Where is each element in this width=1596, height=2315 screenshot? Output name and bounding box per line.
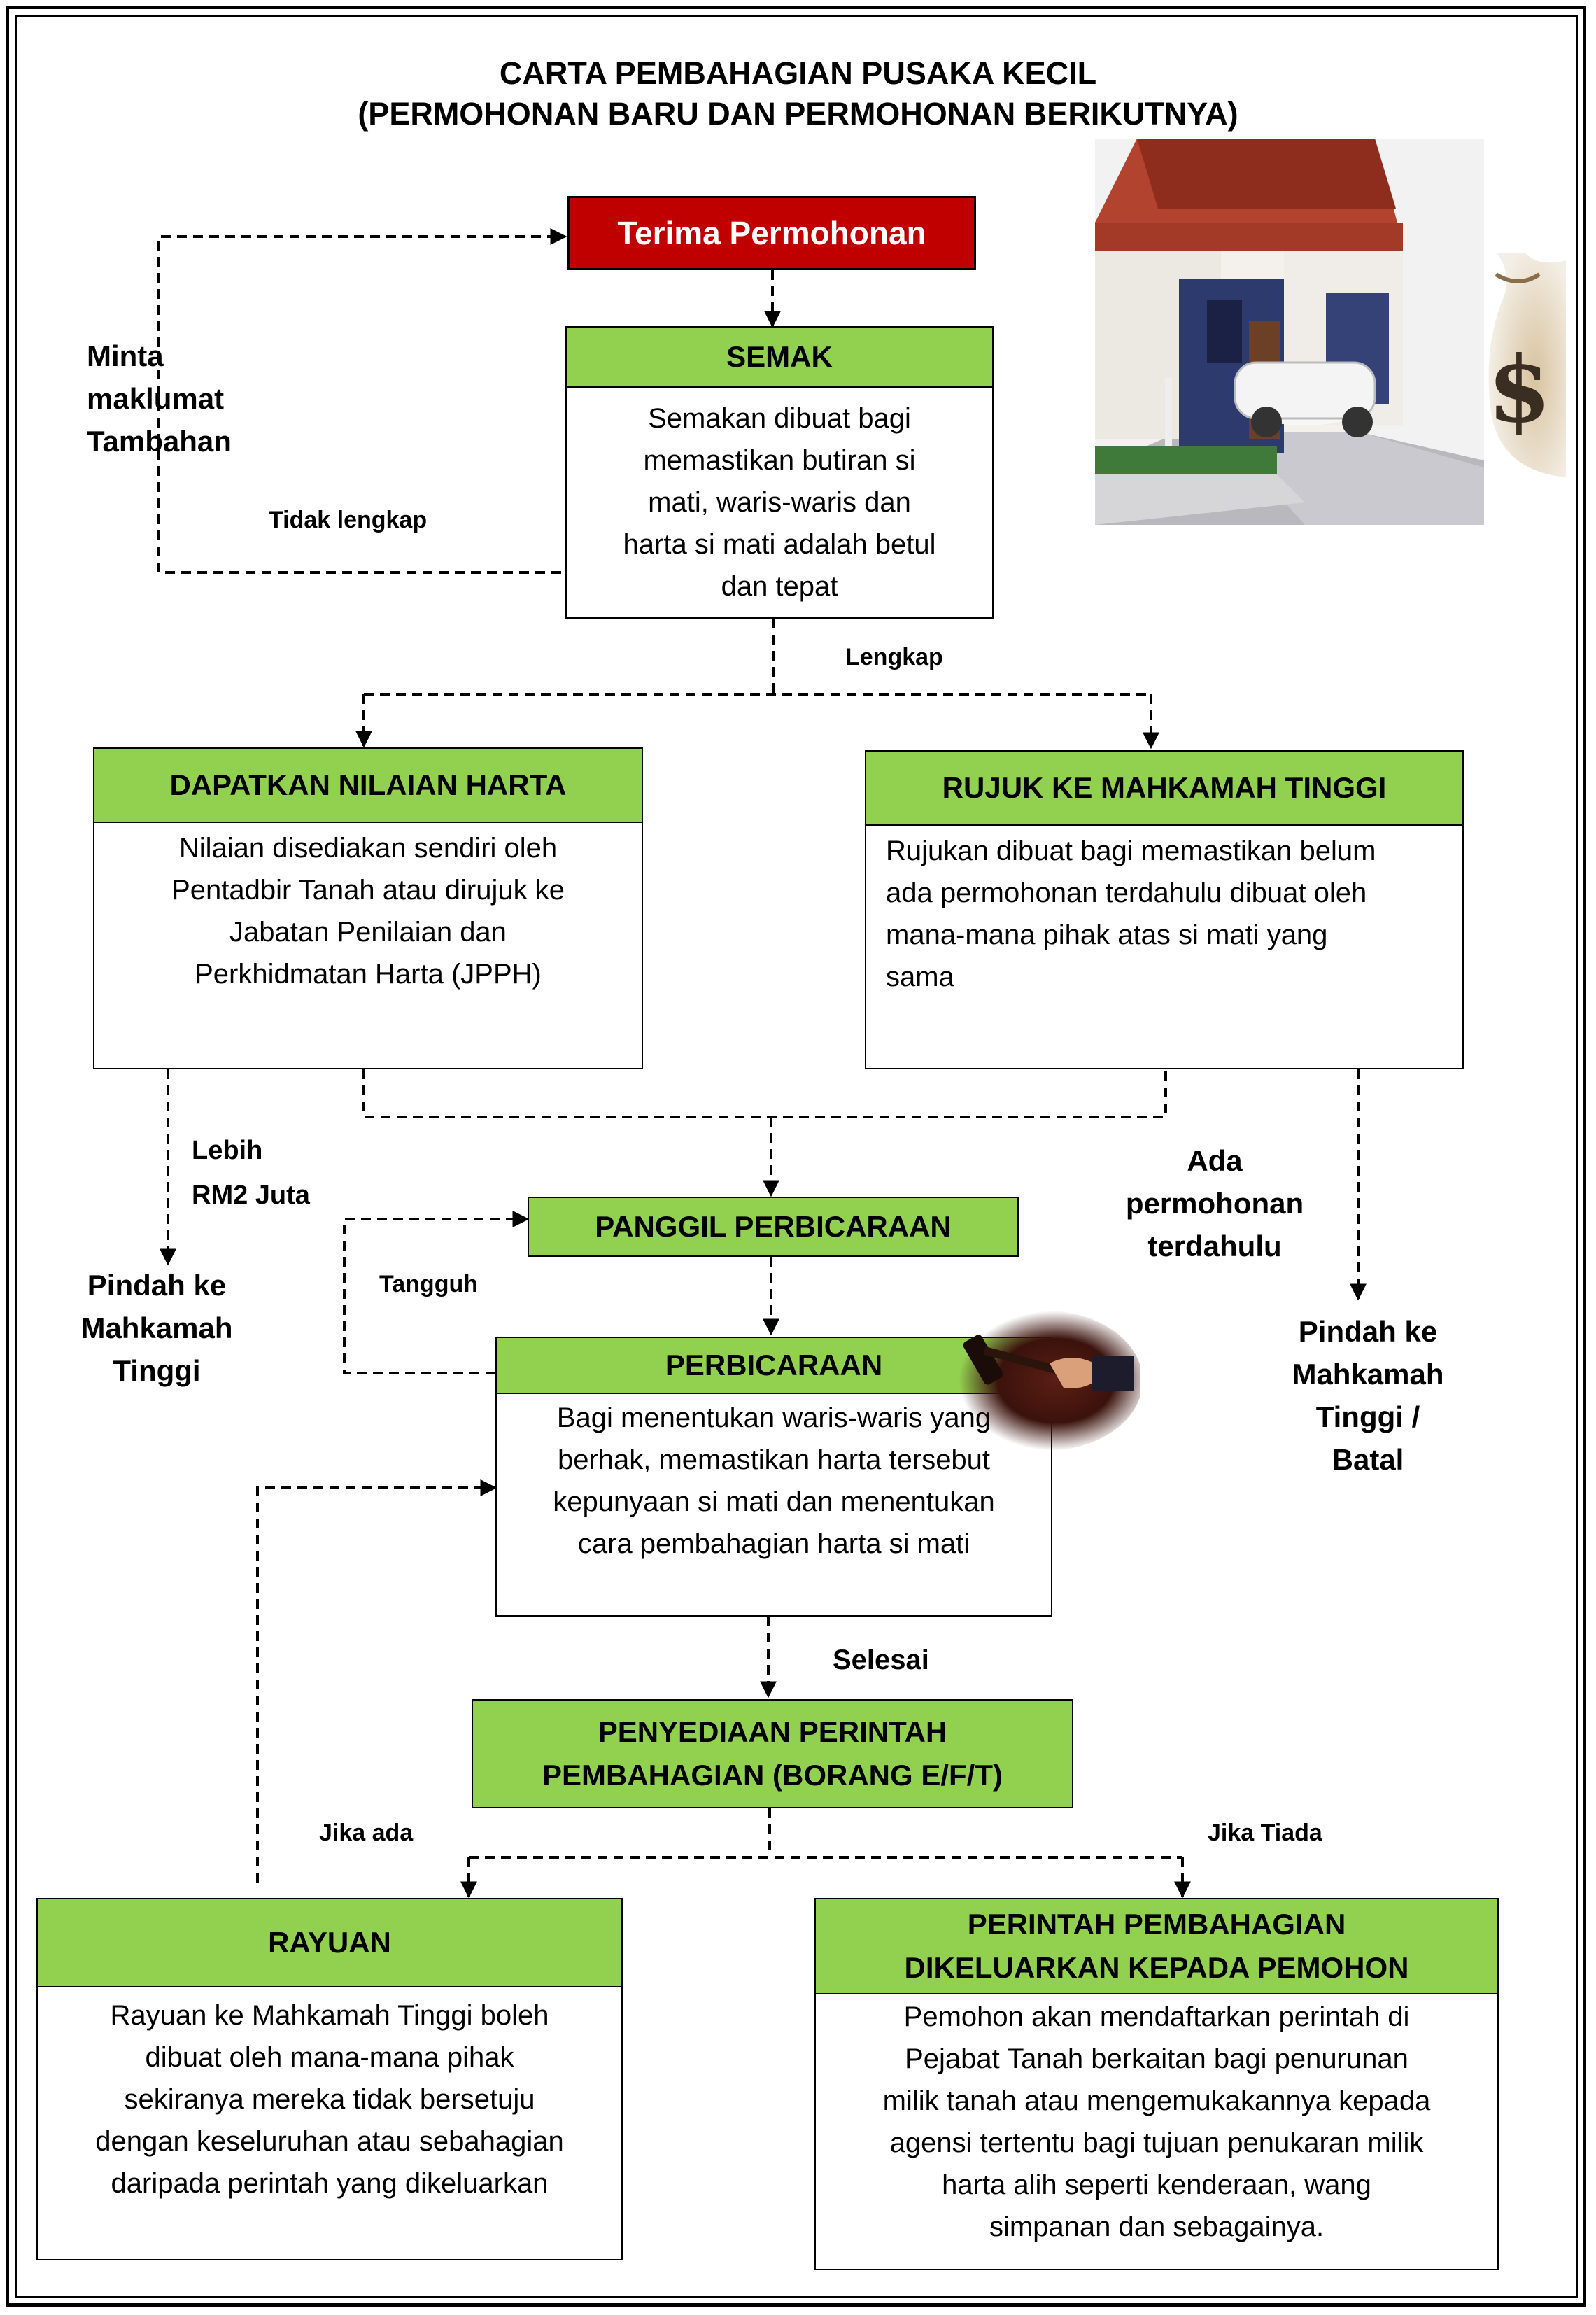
- semak-heading: SEMAK: [567, 328, 992, 388]
- svg-text:$: $: [1488, 336, 1551, 443]
- rujuk-line: ada permohonan terdahulu dibuat oleh: [886, 878, 1367, 908]
- node-rayuan: RAYUAN Rayuan ke Mahkamah Tinggi boleh d…: [36, 1898, 623, 2260]
- chart-title-line-1: CARTA PEMBAHAGIAN PUSAKA KECIL: [499, 55, 1097, 91]
- rujuk-heading: RUJUK KE MAHKAMAH TINGGI: [866, 752, 1462, 826]
- perbicaraan-line: Bagi menentukan waris-waris yang: [556, 1402, 991, 1433]
- nilaian-line: Jabatan Penilaian dan: [229, 917, 507, 948]
- perintah-heading-1: PERINTAH PEMBAHAGIAN: [967, 1908, 1346, 1941]
- nilaian-line: Nilaian disediakan sendiri oleh: [178, 833, 558, 864]
- nilaian-line: Pentadbir Tanah atau dirujuk ke: [171, 875, 565, 906]
- node-terima-permohonan: Terima Permohonan: [567, 196, 976, 270]
- node-panggil-perbicaraan: PANGGIL PERBICARAAN: [528, 1197, 1019, 1257]
- label-jika-tiada: Jika Tiada: [1208, 1820, 1322, 1846]
- node-rujuk-mahkamah-tinggi: RUJUK KE MAHKAMAH TINGGI Rujukan dibuat …: [865, 750, 1464, 1069]
- node-perintah-dikeluarkan: PERINTAH PEMBAHAGIAN DIKELUARKAN KEPADA …: [814, 1898, 1499, 2270]
- semak-line: mati, waris-waris dan: [648, 487, 911, 518]
- label-pindah-mahkamah-right: Pindah ke Mahkamah Tinggi / Batal: [1292, 1315, 1444, 1476]
- edge-rayuan: [256, 1479, 497, 1883]
- rayuan-line: Rayuan ke Mahkamah Tinggi boleh: [110, 2000, 549, 2031]
- perbicaraan-line: cara pembahagian harta si mati: [577, 1528, 970, 1559]
- semak-line: Semakan dibuat bagi: [648, 403, 911, 434]
- perbicaraan-line: berhak, memastikan harta tersebut: [557, 1444, 991, 1475]
- penyediaan-heading-1: PENYEDIAAN PERINTAH: [598, 1715, 947, 1748]
- outer-border: [6, 6, 1586, 2307]
- label-lebih-rm2-juta: Lebih RM2 Juta: [192, 1136, 310, 1210]
- money-bag-icon: $: [1483, 246, 1566, 484]
- rujuk-line: mana-mana pihak atas si mati yang: [886, 920, 1328, 950]
- inner-border: [15, 15, 1578, 2298]
- edge-tidak-lengkap: [157, 228, 567, 574]
- label-pindah-mahkamah-left: Pindah ke Mahkamah Tinggi: [80, 1269, 233, 1387]
- node-penyediaan-perintah: PENYEDIAAN PERINTAH PEMBAHAGIAN (BORANG …: [472, 1699, 1073, 1808]
- semak-line: harta si mati adalah betul: [623, 529, 936, 560]
- node-dapatkan-nilaian-harta: DAPATKAN NILAIAN HARTA Nilaian disediaka…: [93, 747, 643, 1069]
- nilaian-line: Perkhidmatan Harta (JPPH): [195, 959, 542, 990]
- panggil-heading: PANGGIL PERBICARAAN: [529, 1198, 1017, 1255]
- semak-line: dan tepat: [721, 571, 838, 602]
- edge-merge: [362, 1069, 1167, 1118]
- perintah-line: Pemohon akan mendaftarkan perintah di: [903, 2001, 1410, 2032]
- rayuan-line: daripada perintah yang dikeluarkan: [111, 2168, 549, 2199]
- label-minta: Minta maklumat Tambahan: [87, 339, 232, 458]
- rujuk-line: sama: [886, 962, 954, 992]
- perintah-heading-2: DIKELUARKAN KEPADA PEMOHON: [904, 1951, 1409, 1984]
- label-ada-permohonan: Ada permohonan terdahulu: [1125, 1144, 1304, 1262]
- gavel-icon: [945, 1307, 1143, 1454]
- perintah-line: milik tanah atau mengemukakannya kepada: [882, 2085, 1431, 2116]
- perbicaraan-line: kepunyaan si mati dan menentukan: [553, 1486, 995, 1517]
- rayuan-line: dengan keseluruhan atau sebahagian: [95, 2126, 564, 2157]
- nilaian-heading: DAPATKAN NILAIAN HARTA: [94, 749, 642, 823]
- node-semak: SEMAK Semakan dibuat bagi memastikan but…: [565, 326, 994, 619]
- house-photo: [1095, 139, 1484, 525]
- rayuan-line: sekiranya mereka tidak bersetuju: [124, 2084, 535, 2115]
- edge-tangguh: [343, 1211, 530, 1374]
- penyediaan-heading-2: PEMBAHAGIAN (BORANG E/F/T): [542, 1759, 1003, 1792]
- label-jika-ada: Jika ada: [319, 1820, 414, 1846]
- terima-label: Terima Permohonan: [617, 215, 926, 251]
- rujuk-line: Rujukan dibuat bagi memastikan belum: [886, 836, 1376, 866]
- perintah-line: agensi tertentu bagi tujuan penukaran mi…: [889, 2127, 1424, 2158]
- rayuan-line: dibuat oleh mana-mana pihak: [145, 2042, 514, 2073]
- label-selesai: Selesai: [833, 1645, 929, 1675]
- perintah-line: simpanan dan sebagainya.: [989, 2211, 1325, 2242]
- perintah-line: harta alih seperti kenderaan, wang: [942, 2169, 1371, 2200]
- label-lengkap: Lengkap: [845, 644, 943, 670]
- label-tangguh: Tangguh: [379, 1271, 478, 1297]
- chart-title-line-2: (PERMOHONAN BARU DAN PERMOHONAN BERIKUTN…: [358, 96, 1238, 132]
- semak-line: memastikan butiran si: [643, 445, 916, 476]
- rayuan-heading: RAYUAN: [38, 1899, 621, 1987]
- label-tidak-lengkap: Tidak lengkap: [269, 507, 428, 533]
- perintah-line: Pejabat Tanah berkaitan bagi penurunan: [905, 2043, 1408, 2074]
